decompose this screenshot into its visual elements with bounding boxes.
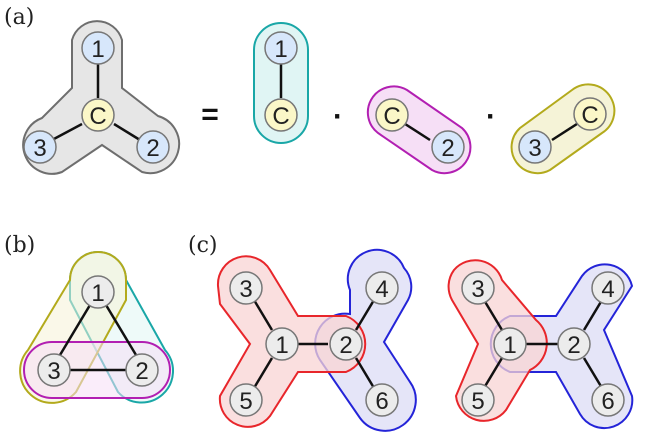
panel-b-edges	[58, 304, 138, 372]
svg-text:2: 2	[135, 358, 148, 385]
panel-c-left-node-4: 4	[365, 271, 399, 305]
svg-text:1: 1	[91, 36, 104, 63]
svg-text:1: 1	[274, 36, 287, 63]
product-dot-2: ·	[486, 100, 496, 133]
panel-c-right-node-1: 1	[493, 327, 527, 361]
product-dot-1: ·	[333, 100, 343, 133]
svg-text:C: C	[272, 103, 289, 130]
panel-b-node-3: 3	[37, 353, 71, 387]
svg-text:4: 4	[375, 276, 388, 303]
svg-text:3: 3	[47, 358, 60, 385]
svg-text:1: 1	[275, 332, 288, 359]
panel-b-node-2: 2	[125, 353, 159, 387]
svg-text:1: 1	[503, 332, 516, 359]
svg-text:3: 3	[471, 276, 484, 303]
svg-text:2: 2	[339, 332, 352, 359]
panel-c-left-node-5: 5	[229, 383, 263, 417]
svg-text:6: 6	[375, 388, 388, 415]
panel-c-right-node-4: 4	[591, 271, 625, 305]
panel-a-label: (a)	[4, 5, 34, 30]
svg-text:C: C	[581, 102, 598, 129]
svg-text:6: 6	[601, 388, 614, 415]
panel-b-label: (b)	[4, 233, 35, 258]
svg-text:5: 5	[471, 388, 484, 415]
equals-sign: =	[201, 98, 219, 131]
panel-c-left-node-3: 3	[229, 271, 263, 305]
svg-text:4: 4	[601, 276, 614, 303]
svg-text:2: 2	[567, 332, 580, 359]
svg-text:5: 5	[239, 388, 252, 415]
panel-a-node-1: 1	[81, 31, 115, 65]
svg-text:3: 3	[239, 276, 252, 303]
panel-c-right-node-2: 2	[557, 327, 591, 361]
panel-a-node-3: 3	[23, 130, 57, 164]
svg-text:3: 3	[528, 135, 541, 162]
panel-a-pair-1c: 1 C	[253, 22, 309, 144]
panel-c-left-node-1: 1	[265, 327, 299, 361]
panel-c-left-node-6: 6	[365, 383, 399, 417]
panel-a-threebody-edges	[51, 60, 141, 142]
panel-a-pair-3c: C 3	[510, 83, 616, 175]
svg-text:C: C	[383, 103, 400, 130]
panel-a-node-2: 2	[136, 130, 170, 164]
panel-c-right-node-6: 6	[591, 383, 625, 417]
panel-c-label: (c)	[188, 233, 218, 258]
panel-c-right-node-3: 3	[461, 271, 495, 305]
svg-text:2: 2	[146, 135, 159, 162]
panel-a-node-c: C	[81, 98, 115, 132]
svg-text:1: 1	[91, 280, 104, 307]
panel-c-left-node-2: 2	[329, 327, 363, 361]
svg-text:2: 2	[441, 135, 454, 162]
panel-c-right-node-5: 5	[461, 383, 495, 417]
svg-text:3: 3	[33, 135, 46, 162]
panel-b-node-1: 1	[81, 275, 115, 309]
panel-c-left-edges	[252, 299, 376, 389]
panel-c-right-edges	[482, 299, 604, 389]
panel-a-pair-c2: C 2	[366, 85, 472, 175]
svg-text:C: C	[89, 103, 106, 130]
